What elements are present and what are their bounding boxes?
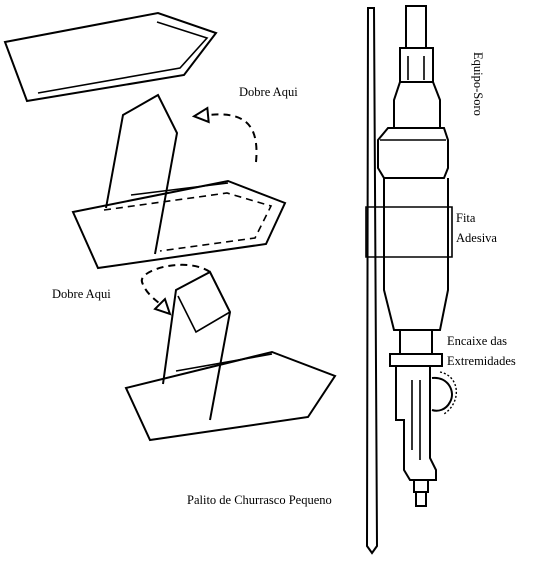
flag3-fold [177, 295, 231, 334]
flag3-crease [175, 353, 273, 372]
dobre-arrow-top [208, 114, 258, 163]
flag3-pole [162, 270, 232, 421]
iv-collar [377, 127, 449, 179]
label-equipo-soro: Equipo-Soro [471, 52, 485, 116]
flag2-outline [71, 179, 287, 270]
dobre-arrow-bottom [140, 263, 211, 304]
flag2-crease [130, 182, 229, 196]
iv-drip-set [365, 5, 458, 507]
iv-connector [399, 47, 434, 83]
skewer [365, 7, 379, 555]
label-dobre-aqui-top: Dobre Aqui [239, 85, 298, 99]
label-fita: Fita [456, 211, 476, 225]
flag2-dashed-fold [103, 192, 273, 252]
label-adesiva: Adesiva [456, 231, 497, 245]
skewer-outline [365, 7, 379, 555]
flag-step3 [124, 263, 337, 442]
label-extremidades: Extremidades [447, 354, 516, 368]
label-dobre-aqui-bottom: Dobre Aqui [52, 287, 111, 301]
tape-band [365, 206, 453, 258]
iv-tip-base [413, 479, 429, 493]
iv-lower-segment [395, 366, 437, 481]
label-encaixe: Encaixe das [447, 334, 507, 348]
iv-body [383, 178, 449, 331]
flag-step2 [71, 93, 287, 270]
iv-top-tube [405, 5, 427, 49]
flag3-outline [124, 350, 337, 442]
iv-tip [415, 492, 427, 507]
iv-neck [393, 81, 441, 129]
flat-flag-step1 [3, 11, 218, 103]
iv-joint-ring [389, 353, 443, 367]
iv-side-clip [431, 376, 453, 412]
flag3-dashed-edge [209, 271, 231, 313]
flag2-pole [105, 93, 179, 255]
flag1-outline [3, 11, 218, 103]
flag1-inner-fold [37, 21, 209, 94]
label-palito: Palito de Churrasco Pequeno [187, 493, 332, 507]
